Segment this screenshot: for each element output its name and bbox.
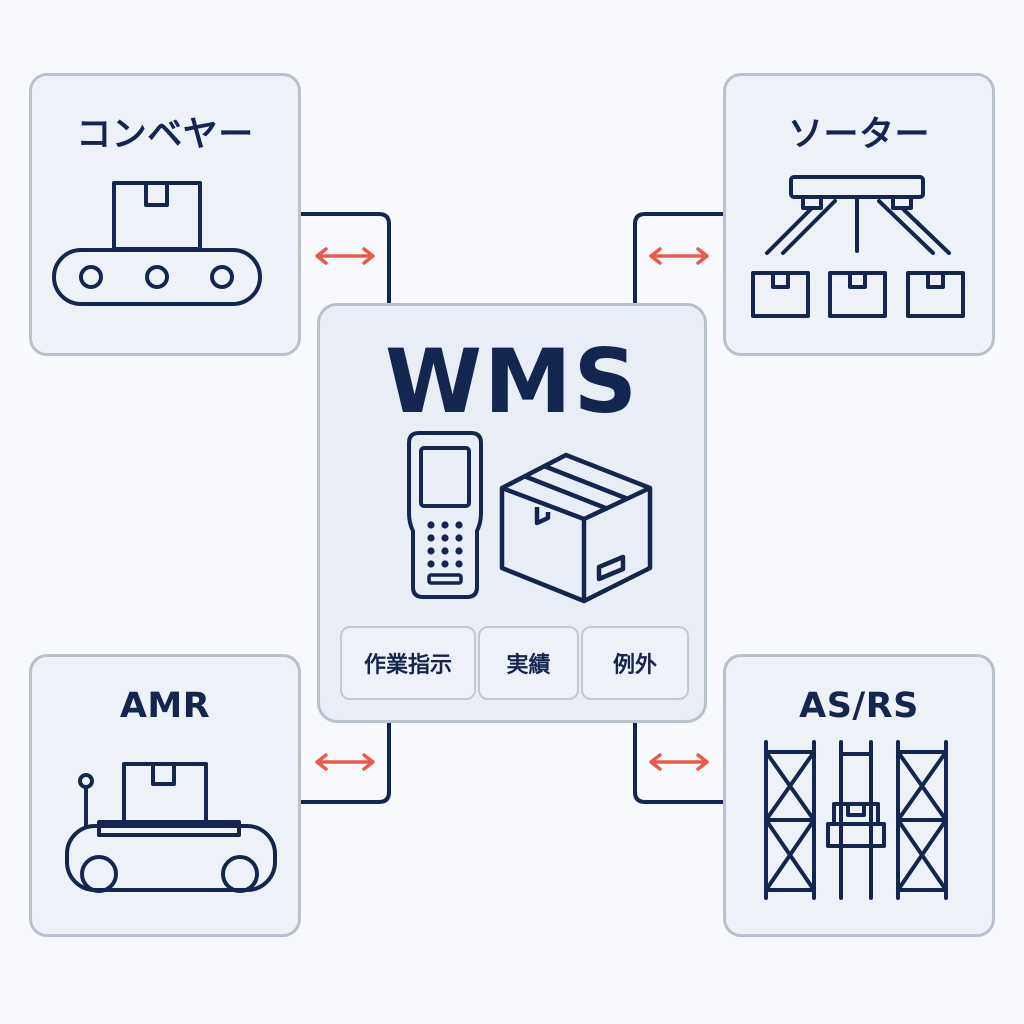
bidirectional-arrow-icon — [649, 247, 709, 265]
node-conveyor: コンベヤー — [29, 73, 301, 356]
link-line-amr — [301, 723, 391, 804]
wms-hub: WMS 作業指示 実績 例外 — [317, 303, 707, 723]
node-label-sorter: ソーター — [787, 115, 930, 155]
link-line-asrs — [633, 723, 723, 804]
hub-icons — [407, 431, 653, 604]
sorter-icon — [751, 175, 965, 318]
scanner-keypad — [427, 521, 463, 568]
bidirectional-arrow-icon — [315, 247, 375, 265]
node-asrs: AS/RS — [723, 654, 995, 937]
link-line-sorter — [633, 212, 723, 303]
hub-title: WMS — [384, 330, 639, 433]
node-sorter: ソーター — [723, 73, 995, 356]
function-tab-exceptions: 例外 — [581, 626, 689, 700]
node-amr: AMR — [29, 654, 301, 937]
storage-rack-icon — [764, 740, 948, 900]
node-label-conveyor: コンベヤー — [76, 115, 254, 155]
handheld-scanner-icon — [407, 431, 483, 599]
node-label-asrs: AS/RS — [799, 686, 919, 726]
function-tab-work-instruction: 作業指示 — [340, 626, 476, 700]
amr-robot-icon — [65, 762, 277, 893]
package-box-icon — [499, 452, 653, 604]
link-line-conveyor — [301, 212, 391, 303]
bidirectional-arrow-icon — [315, 753, 375, 771]
node-label-amr: AMR — [119, 686, 211, 726]
bidirectional-arrow-icon — [649, 753, 709, 771]
function-tab-results: 実績 — [478, 626, 579, 700]
conveyor-belt-icon — [52, 181, 262, 306]
